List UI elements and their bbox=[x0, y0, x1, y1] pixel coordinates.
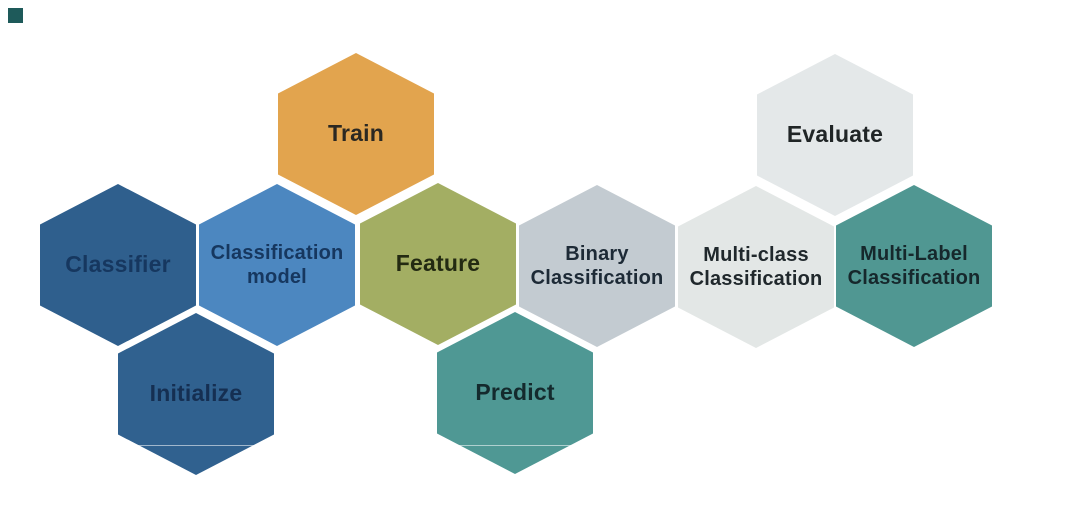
hexagon-train: Train bbox=[278, 53, 434, 215]
hexagon-initialize: Initialize bbox=[118, 313, 274, 475]
corner-accent-square bbox=[8, 8, 23, 23]
hexagon-label-classifier: Classifier bbox=[65, 251, 171, 279]
hexagon-label-line: Classification bbox=[530, 267, 664, 289]
hexagon-label-line: Classification bbox=[689, 268, 823, 290]
hexagon-label-line: Feature bbox=[395, 250, 481, 277]
hexagon-label-line: Initialize bbox=[149, 380, 243, 407]
hexagon-label-line: Classification bbox=[210, 242, 344, 264]
hexagon-label-line: Multi-class bbox=[703, 244, 809, 266]
hexagon-label-predict: Predict bbox=[475, 379, 554, 407]
hexagon-label-feature: Feature bbox=[396, 250, 480, 278]
hexagon-evaluate: Evaluate bbox=[757, 54, 913, 216]
hexagon-label-line: Classification bbox=[847, 267, 981, 289]
hexagon-label-initialize: Initialize bbox=[150, 380, 243, 408]
hexagon-feature: Feature bbox=[360, 183, 516, 345]
hexagon-predict: Predict bbox=[437, 312, 593, 474]
hexagon-label-line: Predict bbox=[475, 379, 555, 406]
hexagon-label-line: Multi-Label bbox=[860, 243, 968, 265]
hexagon-label-line: Evaluate bbox=[786, 121, 884, 148]
hexagon-classifier: Classifier bbox=[40, 184, 196, 346]
hexagon-label-line: Classifier bbox=[65, 251, 171, 278]
hexagon-label-line: model bbox=[247, 266, 307, 288]
hexagon-label-train: Train bbox=[328, 120, 384, 148]
hexagon-label-evaluate: Evaluate bbox=[787, 121, 883, 149]
hexagon-label-line: Binary bbox=[565, 243, 629, 265]
hexagon-label-line: Train bbox=[328, 120, 384, 147]
